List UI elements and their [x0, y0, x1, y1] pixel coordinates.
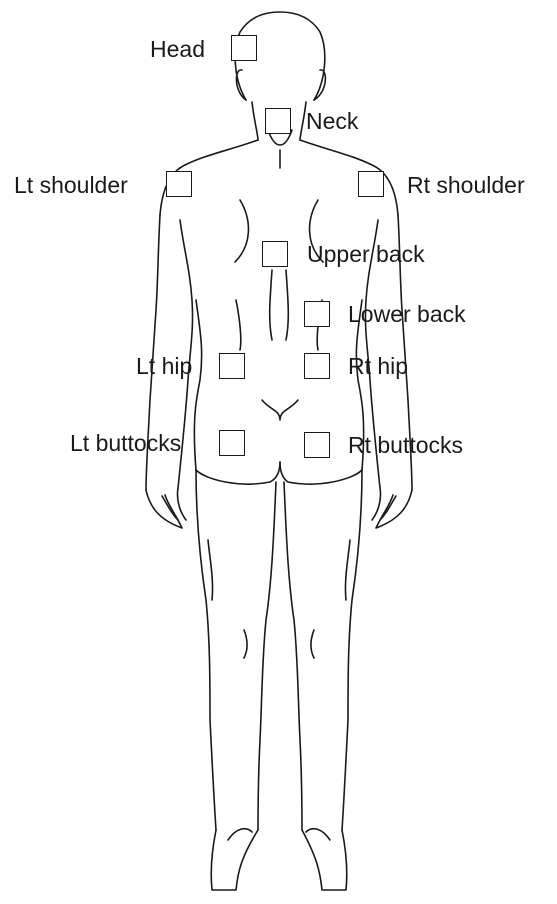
left-ear — [236, 70, 246, 100]
upper-back-checkbox[interactable] — [262, 241, 288, 267]
right-buttock — [280, 462, 362, 484]
left-lat-line — [236, 300, 241, 350]
lt-hip-label: Lt hip — [136, 353, 192, 379]
left-ankle — [228, 829, 252, 840]
lower-back-checkbox[interactable] — [304, 301, 330, 327]
lt-buttocks-checkbox[interactable] — [219, 430, 245, 456]
right-calf-mark — [311, 630, 314, 658]
left-hand — [146, 490, 182, 528]
left-leg-outer — [196, 470, 216, 830]
left-leg-inner — [258, 482, 276, 830]
left-knee-mark — [208, 540, 213, 600]
lt-shoulder-label: Lt shoulder — [14, 172, 128, 198]
buttocks-cleft — [262, 400, 298, 420]
right-knee-mark — [345, 540, 350, 600]
neck-label: Neck — [306, 108, 358, 134]
rt-buttocks-checkbox[interactable] — [304, 432, 330, 458]
upper-back-label: Upper back — [307, 241, 425, 267]
lt-hip-checkbox[interactable] — [219, 353, 245, 379]
left-wrist — [177, 488, 186, 520]
right-wrist — [372, 488, 381, 520]
rt-buttocks-label: Rt buttocks — [348, 432, 463, 458]
head-label: Head — [150, 36, 205, 62]
rt-hip-checkbox[interactable] — [304, 353, 330, 379]
right-leg-inner — [284, 482, 302, 830]
right-leg-outer — [342, 470, 362, 830]
neck-checkbox[interactable] — [265, 108, 291, 134]
lt-shoulder-checkbox[interactable] — [166, 171, 192, 197]
left-flank — [194, 300, 201, 470]
right-foot — [302, 830, 347, 890]
rt-shoulder-checkbox[interactable] — [358, 171, 384, 197]
right-ankle — [306, 829, 330, 840]
left-buttock — [196, 462, 280, 484]
head-checkbox[interactable] — [231, 35, 257, 61]
neck-left-line — [252, 102, 258, 140]
rt-shoulder-label: Rt shoulder — [407, 172, 525, 198]
lower-back-label: Lower back — [348, 301, 466, 327]
rt-hip-label: Rt hip — [348, 353, 408, 379]
lt-buttocks-label: Lt buttocks — [70, 430, 181, 456]
left-hand-fingers — [162, 496, 178, 520]
right-hand-fingers — [380, 496, 396, 520]
left-scapula — [235, 200, 248, 262]
right-hand — [376, 490, 412, 528]
left-calf-mark — [244, 630, 247, 658]
left-foot — [211, 830, 258, 890]
spine-groove — [270, 270, 289, 340]
